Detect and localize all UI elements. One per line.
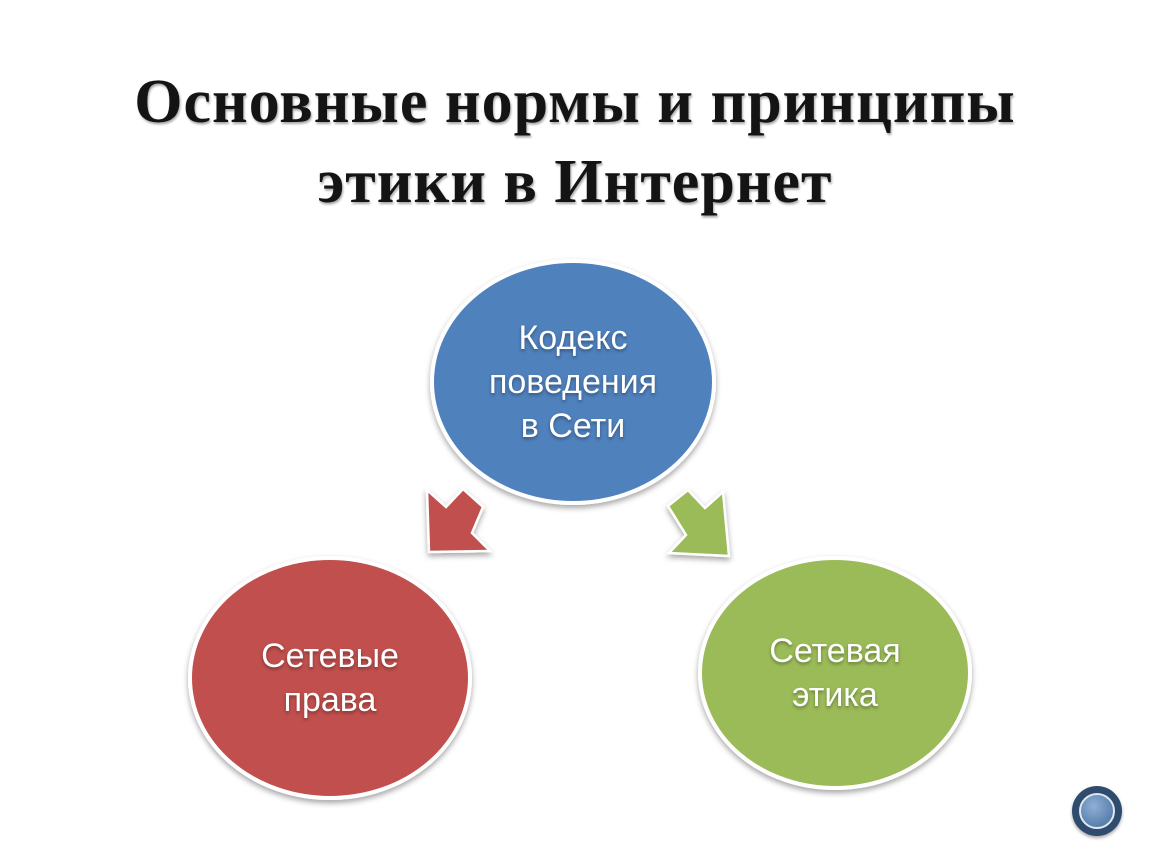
left-circle — [188, 556, 472, 800]
arrow-down-left — [425, 487, 493, 554]
node-network-ethics: Сетевая этика — [700, 558, 970, 788]
arrow-down-right — [666, 488, 731, 558]
slide-title: Основные нормы и принципы этики в Интерн… — [0, 62, 1150, 222]
node-right-line-2: этика — [792, 676, 878, 714]
center-circle — [430, 259, 716, 505]
right-circle — [698, 556, 972, 790]
slide-nav-button[interactable] — [1072, 786, 1122, 836]
slide-title-line-2: этики в Интернет — [317, 148, 833, 216]
node-center-line-3: в Сети — [520, 407, 626, 445]
node-center-line-2: поведения — [488, 363, 658, 401]
node-network-rights: Сетевые права — [190, 558, 470, 798]
circle-nav-icon — [1079, 793, 1115, 829]
node-left-line-1: Сетевые — [261, 637, 399, 675]
node-code-of-conduct: Кодекс поведения в Сети — [432, 261, 714, 503]
node-right-line-1: Сетевая — [769, 632, 901, 670]
node-center-line-1: Кодекс — [518, 319, 628, 357]
slide-title-line-1: Основные нормы и принципы — [134, 68, 1016, 136]
node-left-line-2: права — [283, 681, 377, 719]
